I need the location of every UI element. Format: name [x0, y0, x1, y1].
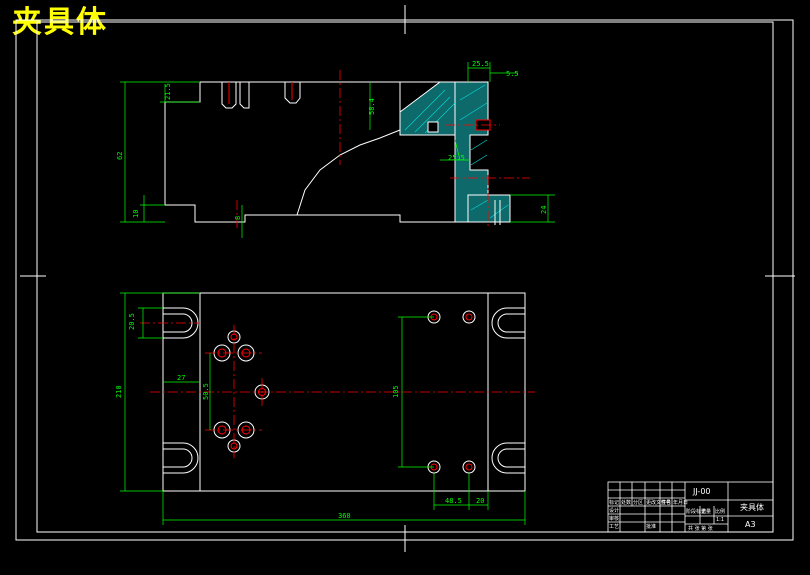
front-view: 25.5 5.5 21.5 58.4 62 10 8 25.5 24	[116, 60, 555, 238]
tb-label-2: 分区	[633, 499, 643, 506]
tb-label-3: 更改文件号	[646, 499, 671, 506]
tb-label-0: 标记	[609, 499, 619, 506]
dim-total-height: 210	[115, 385, 123, 398]
title-block-texts: 标记 处数 分区 更改文件号 签名 年月日 设计 审核 工艺 批准 阶段标记 重…	[609, 487, 764, 532]
dim-total-height: 62	[116, 152, 124, 160]
tb-label-12: 比例	[715, 508, 725, 515]
dim-bottom-a: 48.5	[445, 497, 462, 505]
sheet-frame	[15, 5, 795, 552]
top-view-dimension-texts: 20.5 27 50.5 105 210 48.5 20 360	[115, 313, 484, 520]
front-view-dimension-lines	[120, 62, 555, 238]
tb-label-7: 审核	[609, 515, 619, 522]
front-view-outline	[164, 81, 468, 223]
dim-bottom-b: 20	[476, 497, 484, 505]
tb-sheet-label: 共 张 第 张	[688, 525, 713, 532]
tb-scale: 1:1	[716, 517, 724, 523]
tb-sheet-size: A3	[745, 520, 756, 529]
top-view-centerlines	[140, 322, 535, 458]
dim-bottom-small: 10	[132, 210, 140, 218]
tb-drawing-no: JJ-00	[692, 487, 711, 496]
title-block	[607, 481, 774, 533]
dim-bottom-tiny: 8	[234, 216, 242, 220]
dim-hole-spacing: 50.5	[202, 383, 210, 400]
tb-label-6: 设计	[609, 507, 619, 514]
dim-total-length: 360	[338, 512, 351, 520]
tb-label-11: 重量	[701, 508, 711, 515]
dim-top-small: 5.5	[506, 70, 519, 78]
tb-label-10: 阶段标记	[686, 508, 706, 515]
tb-label-4: 签名	[661, 499, 671, 506]
dim-center-height: 105	[392, 385, 400, 398]
tb-label-1: 处数	[621, 499, 631, 506]
top-view: 20.5 27 50.5 105 210 48.5 20 360	[115, 292, 535, 525]
tb-part-name: 夹具体	[740, 502, 764, 512]
tb-label-8: 工艺	[609, 524, 619, 530]
front-view-centerlines	[236, 70, 530, 228]
dim-slot: 20.5	[128, 313, 136, 330]
dim-mid-height: 58.4	[368, 98, 376, 115]
dim-right-bottom: 24	[540, 206, 548, 214]
dim-left-top: 21.5	[164, 83, 172, 100]
tb-label-9: 批准	[646, 523, 656, 530]
dim-top-width: 25.5	[472, 60, 489, 68]
top-view-dimension-lines	[120, 292, 526, 525]
dim-left-offset: 27	[177, 374, 185, 382]
dim-right-mid: 25.5	[448, 154, 465, 162]
front-view-dimension-texts: 25.5 5.5 21.5 58.4 62 10 8 25.5 24	[116, 60, 548, 220]
tb-label-5: 年月日	[673, 499, 688, 506]
